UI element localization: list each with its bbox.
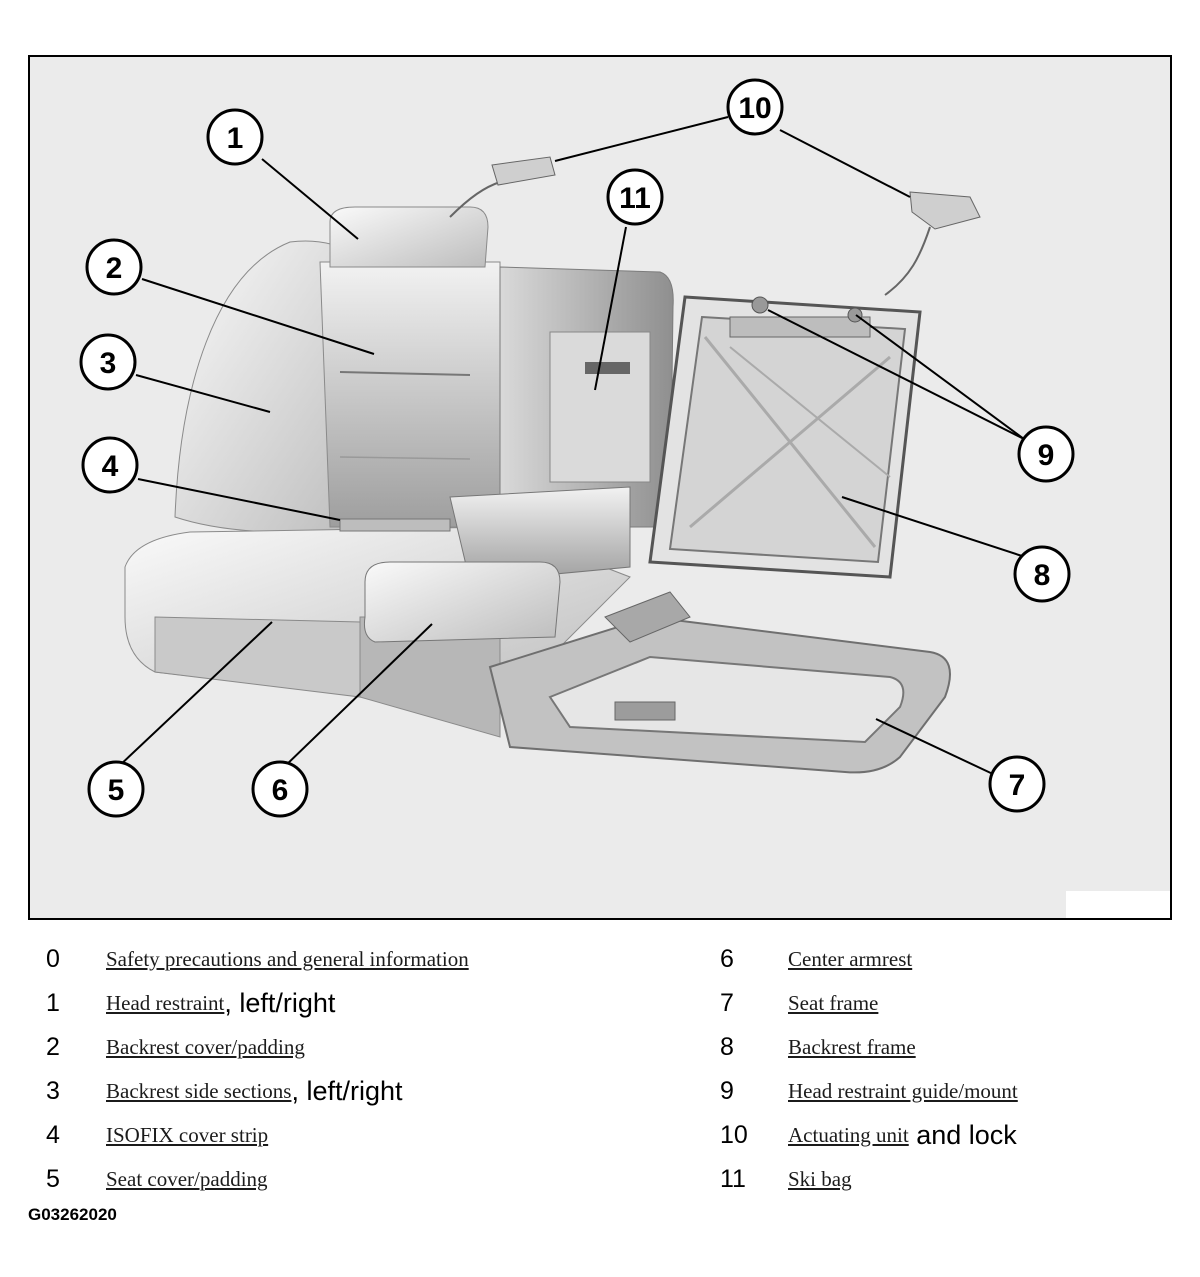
legend-row: 10 Actuating unit and lock [720,1118,1017,1152]
backrest-padding-shape [319,261,501,528]
legend-number: 10 [720,1120,748,1149]
callout-number: 7 [1009,769,1026,802]
callout-5: 5 [87,760,145,818]
callout-11: 11 [606,168,664,226]
callout-9: 9 [1017,425,1075,483]
callout-number: 1 [227,122,244,155]
legend-link[interactable]: Backrest side sections [106,1078,292,1103]
legend-number: 2 [46,1032,60,1061]
head-restraint-shape [329,206,489,268]
leader-lines [117,116,1025,776]
callout-circle [988,755,1046,813]
legend-link[interactable]: Actuating unit [788,1122,909,1147]
callout-2: 2 [85,238,143,296]
seat-exploded-diagram: 1 2 3 4 5 6 7 8 9 10 11 [28,55,1172,920]
corner-block [1066,891,1170,918]
legend-number: 6 [720,944,734,973]
callout-number: 5 [108,774,125,807]
legend-suffix: and lock [908,1119,1017,1150]
legend-row: 5 Seat cover/padding [46,1162,268,1196]
callout-circle [85,238,143,296]
legend-number: 4 [46,1120,60,1149]
callout-circle [606,168,664,226]
callout-10: 10 [726,78,784,136]
armrest-top-shape [449,486,631,583]
legend-row: 6 Center armrest [720,942,912,976]
callout-number: 3 [100,347,117,380]
legend-row: 2 Backrest cover/padding [46,1030,305,1064]
legend-row: 0 Safety precautions and general informat… [46,942,469,976]
legend-link[interactable]: Center armrest [788,946,913,971]
center-armrest-shape [364,561,561,643]
legend-row: 7 Seat frame [720,986,878,1020]
callout-number: 4 [102,450,119,483]
legend-number: 7 [720,988,734,1017]
callout-number: 2 [106,252,123,285]
legend-link[interactable]: ISOFIX cover strip [106,1122,269,1147]
legend-number: 3 [46,1076,60,1105]
legend-link[interactable]: Ski bag [788,1166,852,1191]
callout-1: 1 [206,108,264,166]
callout-group: 1 2 3 4 5 6 7 8 9 10 11 [79,78,1075,818]
callout-circle [81,436,139,494]
legend-number: 5 [46,1164,60,1193]
figure-id: G03262020 [28,1205,117,1224]
legend-link[interactable]: Safety precautions and general informati… [106,946,469,971]
legend-number: 9 [720,1076,734,1105]
actuating-unit-left-shape [491,156,556,186]
legend-link[interactable]: Seat cover/padding [106,1166,268,1191]
legend-row: 9 Head restraint guide/mount [720,1074,1018,1108]
callout-6: 6 [251,760,309,818]
callout-3: 3 [79,333,137,391]
callout-circle [1017,425,1075,483]
callout-circle [79,333,137,391]
legend-row: 4 ISOFIX cover strip [46,1118,268,1152]
actuating-unit-right-shape [909,191,981,230]
callout-number: 8 [1034,559,1051,592]
callout-circle [206,108,264,166]
legend-link[interactable]: Backrest frame [788,1034,916,1059]
legend-link[interactable]: Head restraint guide/mount [788,1078,1018,1103]
callout-8: 8 [1013,545,1071,603]
callout-number: 6 [272,774,289,807]
callout-circle [251,760,309,818]
legend-link[interactable]: Head restraint [106,990,225,1015]
legend-row: 3 Backrest side sections, left/right [46,1074,403,1108]
diagram-canvas: 1 2 3 4 5 6 7 8 9 10 11 [79,78,1170,918]
callout-number: 11 [619,182,651,215]
legend-row: 1 Head restraint, left/right [46,986,335,1020]
legend-number: 8 [720,1032,734,1061]
callout-number: 10 [738,92,771,125]
callout-number: 9 [1038,439,1055,472]
callout-circle [87,760,145,818]
legend-link[interactable]: Backrest cover/padding [106,1034,305,1059]
legend-link[interactable]: Seat frame [788,990,879,1015]
legend-row: 8 Backrest frame [720,1030,916,1064]
isofix-strip-shape [339,518,451,532]
legend-suffix: , left/right [224,987,336,1018]
legend-number: 11 [720,1164,746,1193]
callout-circle [726,78,784,136]
callout-circle [1013,545,1071,603]
ski-bag-shape [549,331,651,483]
legend-number: 1 [46,988,60,1017]
callout-7: 7 [988,755,1046,813]
legend-suffix: , left/right [291,1075,403,1106]
legend-row: 11 Ski bag [720,1162,852,1196]
legend-number: 0 [46,944,60,973]
callout-4: 4 [81,436,139,494]
